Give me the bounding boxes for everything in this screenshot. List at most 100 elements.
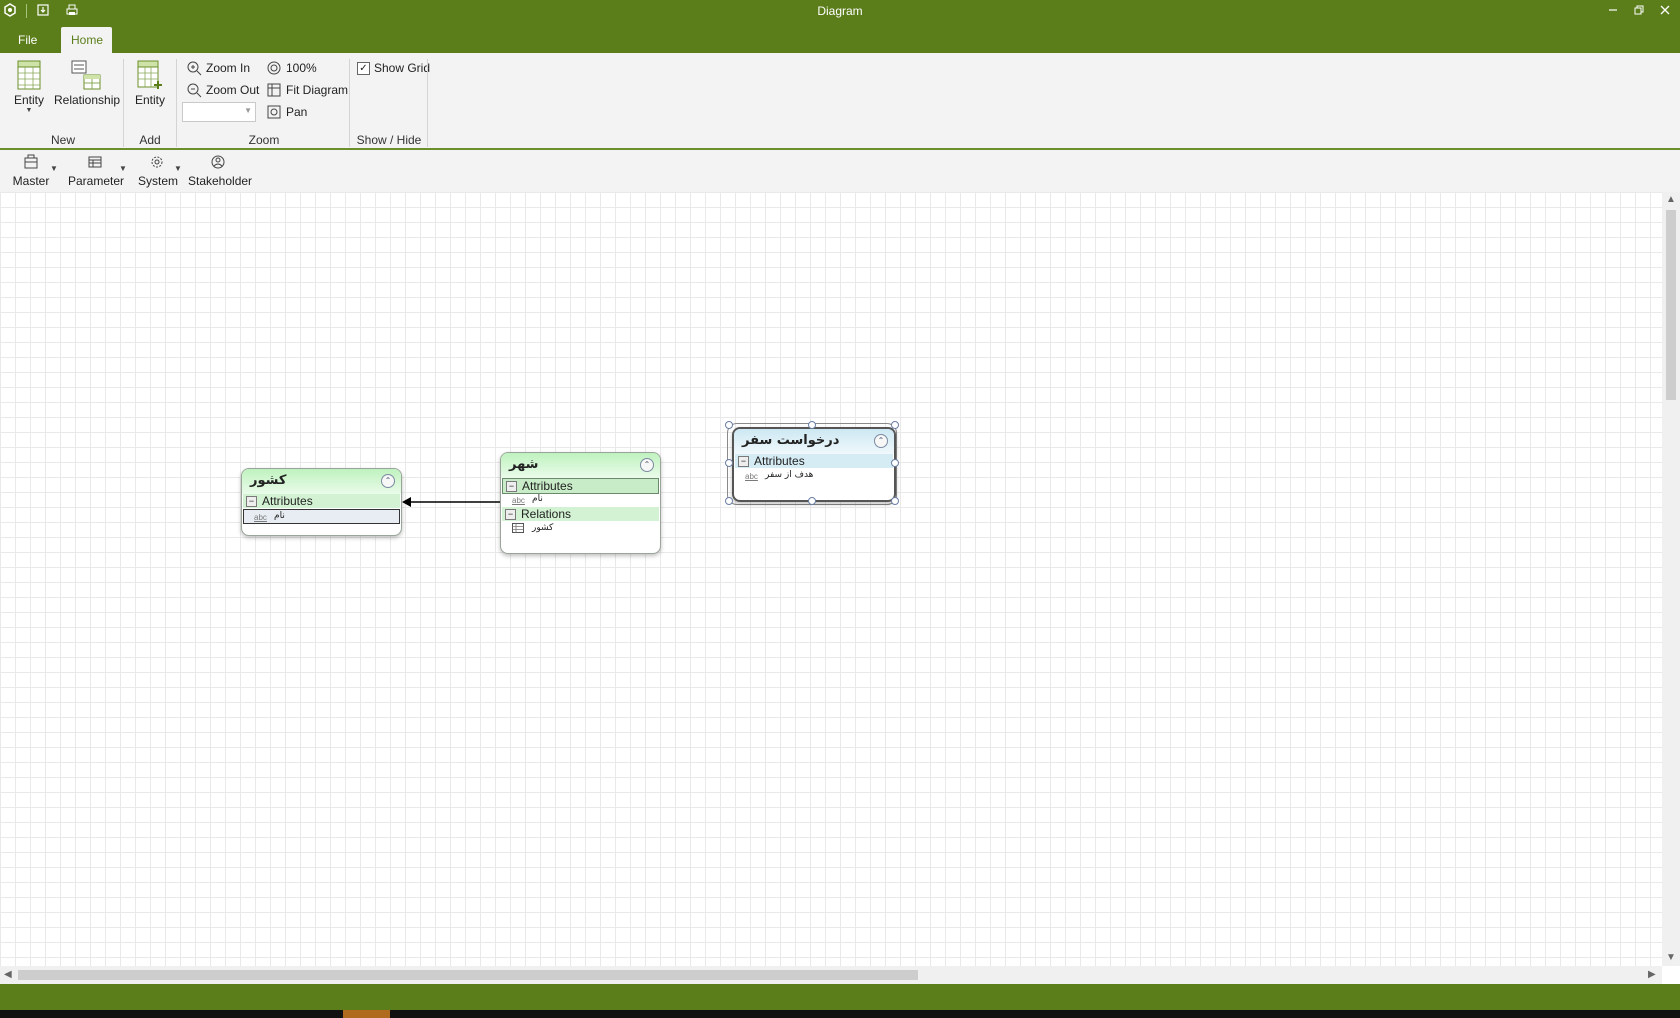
save-icon[interactable] — [35, 3, 51, 19]
entity-row[interactable]: abc هدف از سفر — [735, 469, 893, 482]
category-toolbar: Master ▼ Parameter ▼ System ▼ Stakeholde… — [0, 150, 1680, 192]
close-icon[interactable] — [1655, 2, 1675, 20]
entity-section[interactable]: − Relations — [502, 507, 659, 521]
system-button[interactable]: System ▼ — [138, 154, 182, 188]
entity-title: درخواست سفر — [742, 433, 840, 448]
checkbox-checked-icon[interactable]: ✓ — [357, 61, 370, 75]
resize-handle[interactable] — [725, 497, 733, 505]
chevron-down-icon[interactable]: ▼ — [119, 164, 127, 173]
parameter-button[interactable]: Parameter ▼ — [68, 154, 127, 188]
master-button[interactable]: Master ▼ — [12, 154, 58, 188]
vertical-scrollbar[interactable]: ▲ ▼ — [1662, 192, 1680, 966]
text-field-icon: abc — [512, 496, 525, 505]
zoom-100-label: 100% — [286, 61, 317, 75]
collapse-minus-icon[interactable]: − — [506, 481, 517, 492]
stakeholder-button[interactable]: Stakeholder — [188, 154, 252, 188]
entity-box[interactable]: کشور ⌃ − Attributes abc نام — [241, 468, 402, 536]
resize-handle[interactable] — [725, 421, 733, 429]
restore-icon[interactable] — [1629, 2, 1649, 20]
window-title: Diagram — [817, 4, 863, 18]
entity-row[interactable]: abc نام — [243, 509, 400, 524]
diagram-canvas[interactable]: کشور ⌃ − Attributes abc نام شهر ⌃ − Attr… — [0, 192, 1662, 966]
entity-row[interactable]: کشور — [502, 522, 659, 535]
minimize-icon[interactable] — [1603, 2, 1623, 20]
scroll-down-icon[interactable]: ▼ — [1666, 952, 1676, 963]
collapse-minus-icon[interactable]: − — [505, 509, 516, 520]
group-label-show-hide: Show / Hide — [356, 133, 422, 147]
add-entity-button[interactable]: Entity — [130, 59, 170, 107]
system-label: System — [138, 174, 179, 188]
entity-row[interactable]: abc نام — [502, 493, 659, 506]
show-grid-toggle[interactable]: ✓ Show Grid — [357, 58, 430, 78]
entity-header[interactable]: کشور ⌃ — [242, 469, 401, 494]
row-label: هدف از سفر — [765, 470, 814, 480]
collapse-chevrons-icon[interactable]: ⌃ — [640, 458, 654, 472]
zoom-out-button[interactable]: Zoom Out — [186, 80, 259, 100]
section-title: Attributes — [262, 494, 313, 508]
row-label: نام — [532, 494, 543, 504]
resize-handle[interactable] — [891, 421, 899, 429]
resize-handle[interactable] — [725, 459, 733, 467]
entity-section[interactable]: − Attributes — [502, 478, 659, 494]
taskbar — [0, 1010, 1680, 1018]
collapse-chevrons-icon[interactable]: ⌃ — [874, 434, 888, 448]
entity-box[interactable]: درخواست سفر ⌃ − Attributes abc هدف از سف… — [732, 427, 896, 502]
collapse-minus-icon[interactable]: − — [738, 456, 749, 467]
entity-header[interactable]: درخواست سفر ⌃ — [734, 429, 894, 454]
resize-handle[interactable] — [808, 421, 816, 429]
horizontal-scroll-thumb[interactable] — [18, 970, 918, 980]
fit-diagram-button[interactable]: Fit Diagram — [266, 80, 348, 100]
master-icon — [23, 154, 39, 170]
relationship-connector[interactable] — [0, 192, 1662, 966]
new-entity-label: Entity — [13, 93, 44, 107]
zoom-in-button[interactable]: Zoom In — [186, 58, 250, 78]
entity-section[interactable]: − Attributes — [735, 454, 893, 468]
tab-file[interactable]: File — [18, 33, 38, 47]
row-label: کشور — [532, 523, 554, 533]
parameter-icon — [87, 154, 103, 170]
collapse-minus-icon[interactable]: − — [246, 496, 257, 507]
section-title: Relations — [521, 507, 572, 521]
horizontal-scrollbar[interactable]: ◀ ▶ — [0, 966, 1662, 984]
zoom-in-label: Zoom In — [206, 61, 251, 75]
entity-section[interactable]: − Attributes — [243, 494, 400, 508]
show-grid-label: Show Grid — [374, 61, 431, 75]
entity-header[interactable]: شهر ⌃ — [501, 453, 660, 478]
new-relationship-button[interactable]: Relationship — [54, 59, 120, 107]
chevron-down-icon[interactable]: ▼ — [174, 164, 182, 173]
ribbon-tabs: File Home — [0, 22, 1680, 53]
resize-handle[interactable] — [808, 497, 816, 505]
new-entity-button[interactable]: Entity ▼ — [8, 59, 50, 114]
text-field-icon: abc — [745, 472, 758, 481]
relationship-icon — [70, 59, 102, 93]
resize-handle[interactable] — [891, 459, 899, 467]
vertical-scroll-thumb[interactable] — [1666, 210, 1676, 400]
section-title: Attributes — [522, 479, 573, 493]
zoom-out-label: Zoom Out — [206, 83, 260, 97]
entity-table-icon — [13, 59, 45, 93]
scroll-left-icon[interactable]: ◀ — [4, 969, 12, 980]
fit-diagram-label: Fit Diagram — [286, 83, 349, 97]
pan-icon — [267, 105, 281, 119]
ribbon-separator — [349, 59, 350, 147]
zoom-level-combo[interactable]: ▼ — [182, 102, 256, 122]
entity-title: شهر — [509, 457, 539, 472]
status-bar — [0, 984, 1680, 1010]
collapse-chevrons-icon[interactable]: ⌃ — [381, 474, 395, 488]
scroll-up-icon[interactable]: ▲ — [1666, 194, 1676, 205]
print-icon[interactable] — [64, 3, 80, 19]
zoom-100-button[interactable]: 100% — [266, 58, 317, 78]
chevron-down-icon[interactable]: ▼ — [50, 164, 58, 173]
ribbon-separator — [176, 59, 177, 147]
master-label: Master — [12, 174, 50, 188]
taskbar-app-button[interactable] — [343, 1010, 390, 1018]
pan-button[interactable]: Pan — [266, 102, 307, 122]
chevron-down-icon: ▼ — [25, 107, 33, 114]
resize-handle[interactable] — [891, 497, 899, 505]
title-bar: Diagram — [0, 0, 1680, 22]
tab-home[interactable]: Home — [61, 27, 112, 53]
ribbon: Entity ▼ Relationship New Entity Add Zoo… — [0, 53, 1680, 150]
scroll-right-icon[interactable]: ▶ — [1648, 969, 1656, 980]
add-entity-label: Entity — [134, 93, 165, 107]
entity-box[interactable]: شهر ⌃ − Attributes abc نام − Relations ک… — [500, 452, 661, 554]
